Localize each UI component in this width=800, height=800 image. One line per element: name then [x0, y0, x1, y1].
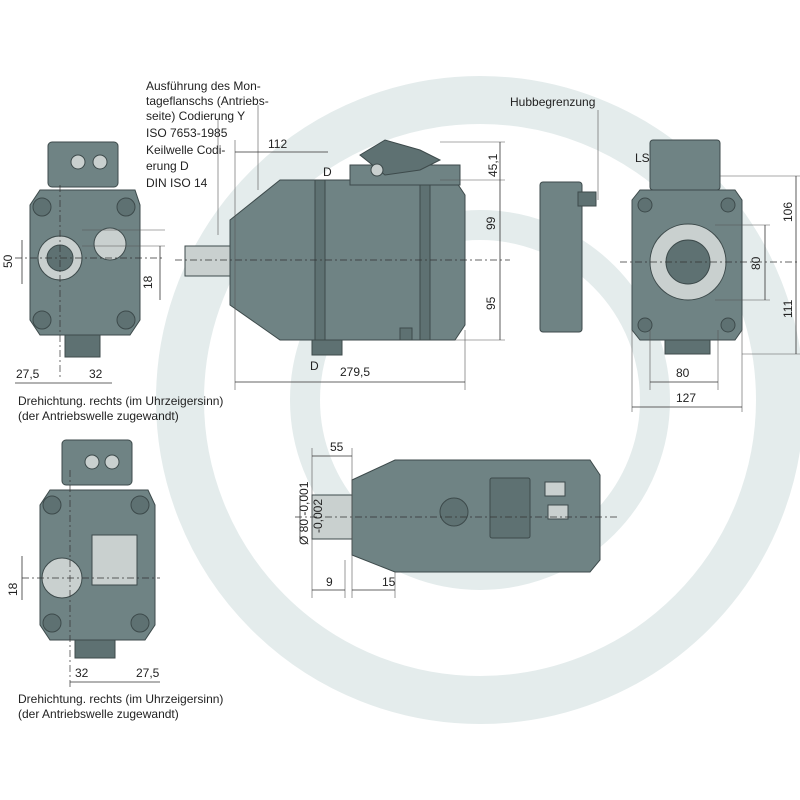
dim-rear-lower: 111 [781, 299, 795, 318]
flange-note-line: Keilwelle Codi- [146, 143, 225, 157]
ls-valve-block [649, 139, 721, 191]
top-view: 55 Ø 80 -0,001 -0,002 9 15 [295, 440, 620, 598]
drain-port [311, 339, 343, 356]
limiter-body [539, 181, 583, 333]
stroke-limit-label: Hubbegrenzung [510, 95, 595, 109]
dim-side-upper: 99 [484, 216, 498, 230]
flange-note-line: Ausführung des Mon- [146, 79, 261, 93]
bolt-hole [42, 495, 62, 515]
dim-rear-width-outer: 127 [676, 391, 696, 405]
rotation-note-bottom-1: Drehichtung. rechts (im Uhrzeigersinn) [18, 692, 223, 706]
ls-port-label: LS [635, 151, 650, 165]
dim-lower-front-small: 18 [6, 582, 20, 596]
drain-stub [74, 639, 116, 659]
dim-front-right: 32 [89, 367, 103, 381]
bolt-hole [720, 317, 736, 333]
bolt-hole [637, 197, 653, 213]
control-valve [489, 477, 531, 539]
dim-side-lower: 95 [484, 296, 498, 310]
pump-housing [29, 189, 141, 336]
bolt-hole [32, 197, 52, 217]
dim-side-top: 45,1 [486, 153, 500, 177]
port-label-d-top: D [323, 165, 332, 179]
port-label-d-bottom: D [310, 359, 319, 373]
dim-front-small: 18 [141, 275, 155, 289]
adjuster [547, 504, 569, 520]
front-view-top: 50 18 27,5 32 Drehichtung. rechts (im Uh… [1, 141, 223, 423]
side-view: 112 45,1 99 95 279,5 D D [175, 137, 510, 390]
dim-rear-upper: 106 [781, 202, 795, 222]
valve-port [84, 454, 100, 470]
dim-rear-width-inner: 80 [676, 366, 690, 380]
front-view-bottom: 18 32 27,5 Drehichtung. rechts (im Uhrze… [6, 439, 223, 721]
rotation-note-top-2: (der Antriebswelle zugewandt) [18, 409, 179, 423]
bolt-hole [720, 197, 736, 213]
dim-lower-front-right: 27,5 [136, 666, 160, 680]
stroke-limiter-view: Hubbegrenzung [510, 95, 599, 333]
rear-view: LS 106 111 80 80 127 [620, 139, 800, 412]
watermark [156, 76, 800, 724]
dim-shaft-diameter: Ø 80 -0,001 [297, 481, 311, 545]
flange-note-line: erung D [146, 159, 189, 173]
dim-spigot-b: 15 [382, 575, 396, 589]
valve-port [92, 154, 108, 170]
bolt-hole [42, 613, 62, 633]
dim-rear-center: 80 [749, 256, 763, 270]
bolt-hole [130, 613, 150, 633]
valve-port [70, 154, 86, 170]
watermark-ring-inner [290, 210, 670, 590]
flange-note-line: DIN ISO 14 [146, 176, 208, 190]
dim-front-height: 50 [1, 254, 15, 268]
bolt [399, 327, 413, 341]
flange-note-line: ISO 7653-1985 [146, 126, 228, 140]
drive-shaft [184, 245, 231, 277]
dim-spigot-a: 9 [326, 575, 333, 589]
adjuster [370, 163, 384, 177]
pressure-port [91, 534, 138, 586]
bolt-hole [130, 495, 150, 515]
pump-body [229, 179, 466, 341]
bolt-hole [32, 310, 52, 330]
bolt-hole [116, 197, 136, 217]
top-port [439, 497, 469, 527]
rotation-note-top-1: Drehichtung. rechts (im Uhrzeigersinn) [18, 394, 223, 408]
rear-hub [665, 239, 711, 285]
flange-note-line: seite) Codierung Y [146, 109, 245, 123]
pump-body [351, 459, 601, 573]
bolt-hole [116, 310, 136, 330]
valve-port [104, 454, 120, 470]
rotation-note-bottom-2: (der Antriebswelle zugewandt) [18, 707, 179, 721]
pressure-port [93, 227, 127, 261]
dim-shaft-tolerance: -0,002 [311, 499, 325, 533]
rear-stub [664, 339, 711, 355]
drain-stub [64, 334, 101, 358]
flange-note-line: tageflanschs (Antriebs- [146, 94, 269, 108]
dim-lower-front-left: 32 [75, 666, 89, 680]
dim-shaft-length: 55 [330, 440, 344, 454]
flange-note: Ausführung des Mon- tageflanschs (Antrie… [146, 79, 269, 235]
limiter-screw [577, 191, 597, 207]
dim-side-offset: 112 [268, 137, 287, 151]
bolt-hole [637, 317, 653, 333]
adjuster [544, 481, 566, 497]
watermark-ring-outer [156, 76, 800, 724]
dim-front-left: 27,5 [16, 367, 40, 381]
dim-side-length: 279,5 [340, 365, 370, 379]
